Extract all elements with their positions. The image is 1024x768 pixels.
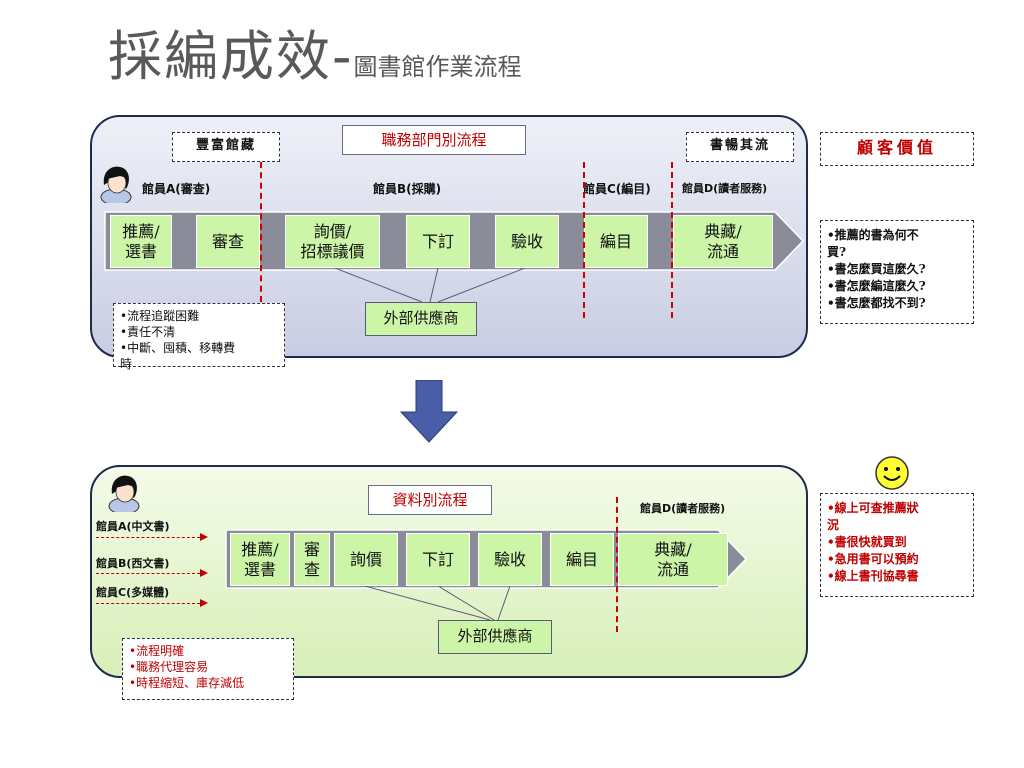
- top-flow-title: 職務部門別流程: [342, 125, 526, 155]
- step-review: 審查: [196, 215, 260, 268]
- customer-value-questions: •推薦的書為何不 買? •書怎麼買這麼久? •書怎麼編這麼久? •書怎麼都找不到…: [820, 220, 974, 324]
- arrow-tip-icon: [200, 533, 208, 541]
- issues-note: •流程追蹤困難 •責任不清 •中斷、囤積、移轉費 時: [113, 303, 285, 371]
- page-title: 採編成效-圖書館作業流程: [108, 30, 522, 84]
- note-line: •流程追蹤困難: [120, 309, 200, 323]
- step-order-label: 下訂: [421, 231, 454, 251]
- value-line: •急用書可以預約: [827, 552, 919, 566]
- separator-line: [260, 162, 262, 302]
- step-catalog-label: 編目: [565, 549, 598, 569]
- note-line: •中斷、囤積、移轉費: [120, 341, 236, 355]
- staff-c-arrow: [96, 603, 200, 604]
- arrow-tip-icon: [200, 569, 208, 577]
- vendor-connector-lines: [334, 268, 526, 303]
- value-line: •線上書刊協尋書: [827, 569, 919, 583]
- value-line: •書怎麼編這麼久?: [827, 279, 926, 293]
- step-review: 審 查: [294, 533, 330, 586]
- vendor-box: 外部供應商: [365, 302, 477, 336]
- step-order: 下訂: [406, 215, 470, 268]
- step-recommend-label: 推薦/ 選書: [241, 540, 279, 579]
- note-line: •職務代理容易: [129, 660, 209, 674]
- step-recommend-label: 推薦/ 選書: [122, 222, 160, 261]
- value-line: •書怎麼都找不到?: [827, 296, 926, 310]
- staff-d-label: 館員D(讀者服務): [640, 502, 726, 515]
- avatar-icon: [108, 475, 140, 512]
- step-collection-circulation-label: 典藏/ 流通: [704, 222, 742, 261]
- vendor-connector-lines: [364, 586, 511, 621]
- step-review-label: 審查: [211, 231, 244, 251]
- step-inspect-label: 驗收: [493, 549, 526, 569]
- staff-b-western-label: 館員B(西文書): [96, 557, 170, 570]
- note-line: •時程縮短、庫存減低: [129, 676, 245, 690]
- value-line: •書很快就買到: [827, 535, 907, 549]
- note-line: •流程明確: [129, 644, 185, 658]
- staff-c-multimedia-label: 館員C(多媒體): [96, 586, 170, 599]
- value-line: •書怎麼買這麼久?: [827, 262, 926, 276]
- staff-b-arrow: [96, 573, 200, 574]
- staff-a-label: 館員A(審查): [142, 182, 211, 196]
- note-line: •責任不清: [120, 325, 176, 339]
- step-collection-circulation: 典藏/ 流通: [618, 533, 728, 586]
- step-inquiry: 詢價: [334, 533, 398, 586]
- staff-b-label: 館員B(採購): [373, 182, 442, 196]
- step-inspect: 驗收: [478, 533, 542, 586]
- value-line: •線上可查推薦狀: [827, 501, 919, 515]
- benefits-note: •流程明確 •職務代理容易 •時程縮短、庫存減低: [122, 638, 294, 700]
- avatar-icon: [100, 166, 132, 203]
- step-recommend: 推薦/ 選書: [110, 215, 172, 268]
- step-review-label: 審 查: [303, 540, 320, 579]
- staff-a-chinese-label: 館員A(中文書): [96, 520, 170, 533]
- step-order: 下訂: [406, 533, 470, 586]
- title-sub: 圖書館作業流程: [353, 53, 522, 81]
- staff-d-label: 館員D(讀者服務): [682, 182, 768, 195]
- value-line: 況: [827, 518, 840, 532]
- note-line: 時: [120, 357, 133, 371]
- down-arrow-icon: [400, 380, 458, 443]
- step-catalog-label: 編目: [599, 231, 632, 251]
- customer-value-results: •線上可查推薦狀 況 •書很快就買到 •急用書可以預約 •線上書刊協尋書: [820, 493, 974, 597]
- label-rich-collection: 豐富館藏: [172, 132, 280, 162]
- bottom-flow-title: 資料別流程: [368, 485, 492, 515]
- value-line: •推薦的書為何不: [827, 228, 919, 242]
- step-inspect-label: 驗收: [510, 231, 543, 251]
- separator-line: [583, 162, 585, 318]
- staff-c-label: 館員C(編目): [583, 182, 651, 196]
- step-collection-circulation-label: 典藏/ 流通: [654, 540, 692, 579]
- arrow-tip-icon: [200, 599, 208, 607]
- step-inquiry-label: 詢價: [349, 549, 382, 569]
- step-order-label: 下訂: [421, 549, 454, 569]
- customer-value-header: 顧客價值: [820, 132, 974, 166]
- step-collection-circulation: 典藏/ 流通: [673, 215, 773, 268]
- step-catalog: 編目: [550, 533, 614, 586]
- separator-line: [616, 497, 618, 632]
- step-inspect: 驗收: [495, 215, 559, 268]
- smiley-icon: [875, 456, 909, 490]
- title-main: 採編成效-: [108, 25, 354, 88]
- step-inquiry-bid: 詢價/ 招標議價: [285, 215, 380, 268]
- step-recommend: 推薦/ 選書: [230, 533, 290, 586]
- vendor-box: 外部供應商: [438, 620, 552, 654]
- value-line: 買?: [827, 245, 847, 259]
- staff-a-arrow: [96, 537, 200, 538]
- separator-line: [671, 162, 673, 318]
- step-inquiry-bid-label: 詢價/ 招標議價: [300, 222, 365, 261]
- label-book-circulation: 書暢其流: [686, 132, 794, 162]
- step-catalog: 編目: [584, 215, 648, 268]
